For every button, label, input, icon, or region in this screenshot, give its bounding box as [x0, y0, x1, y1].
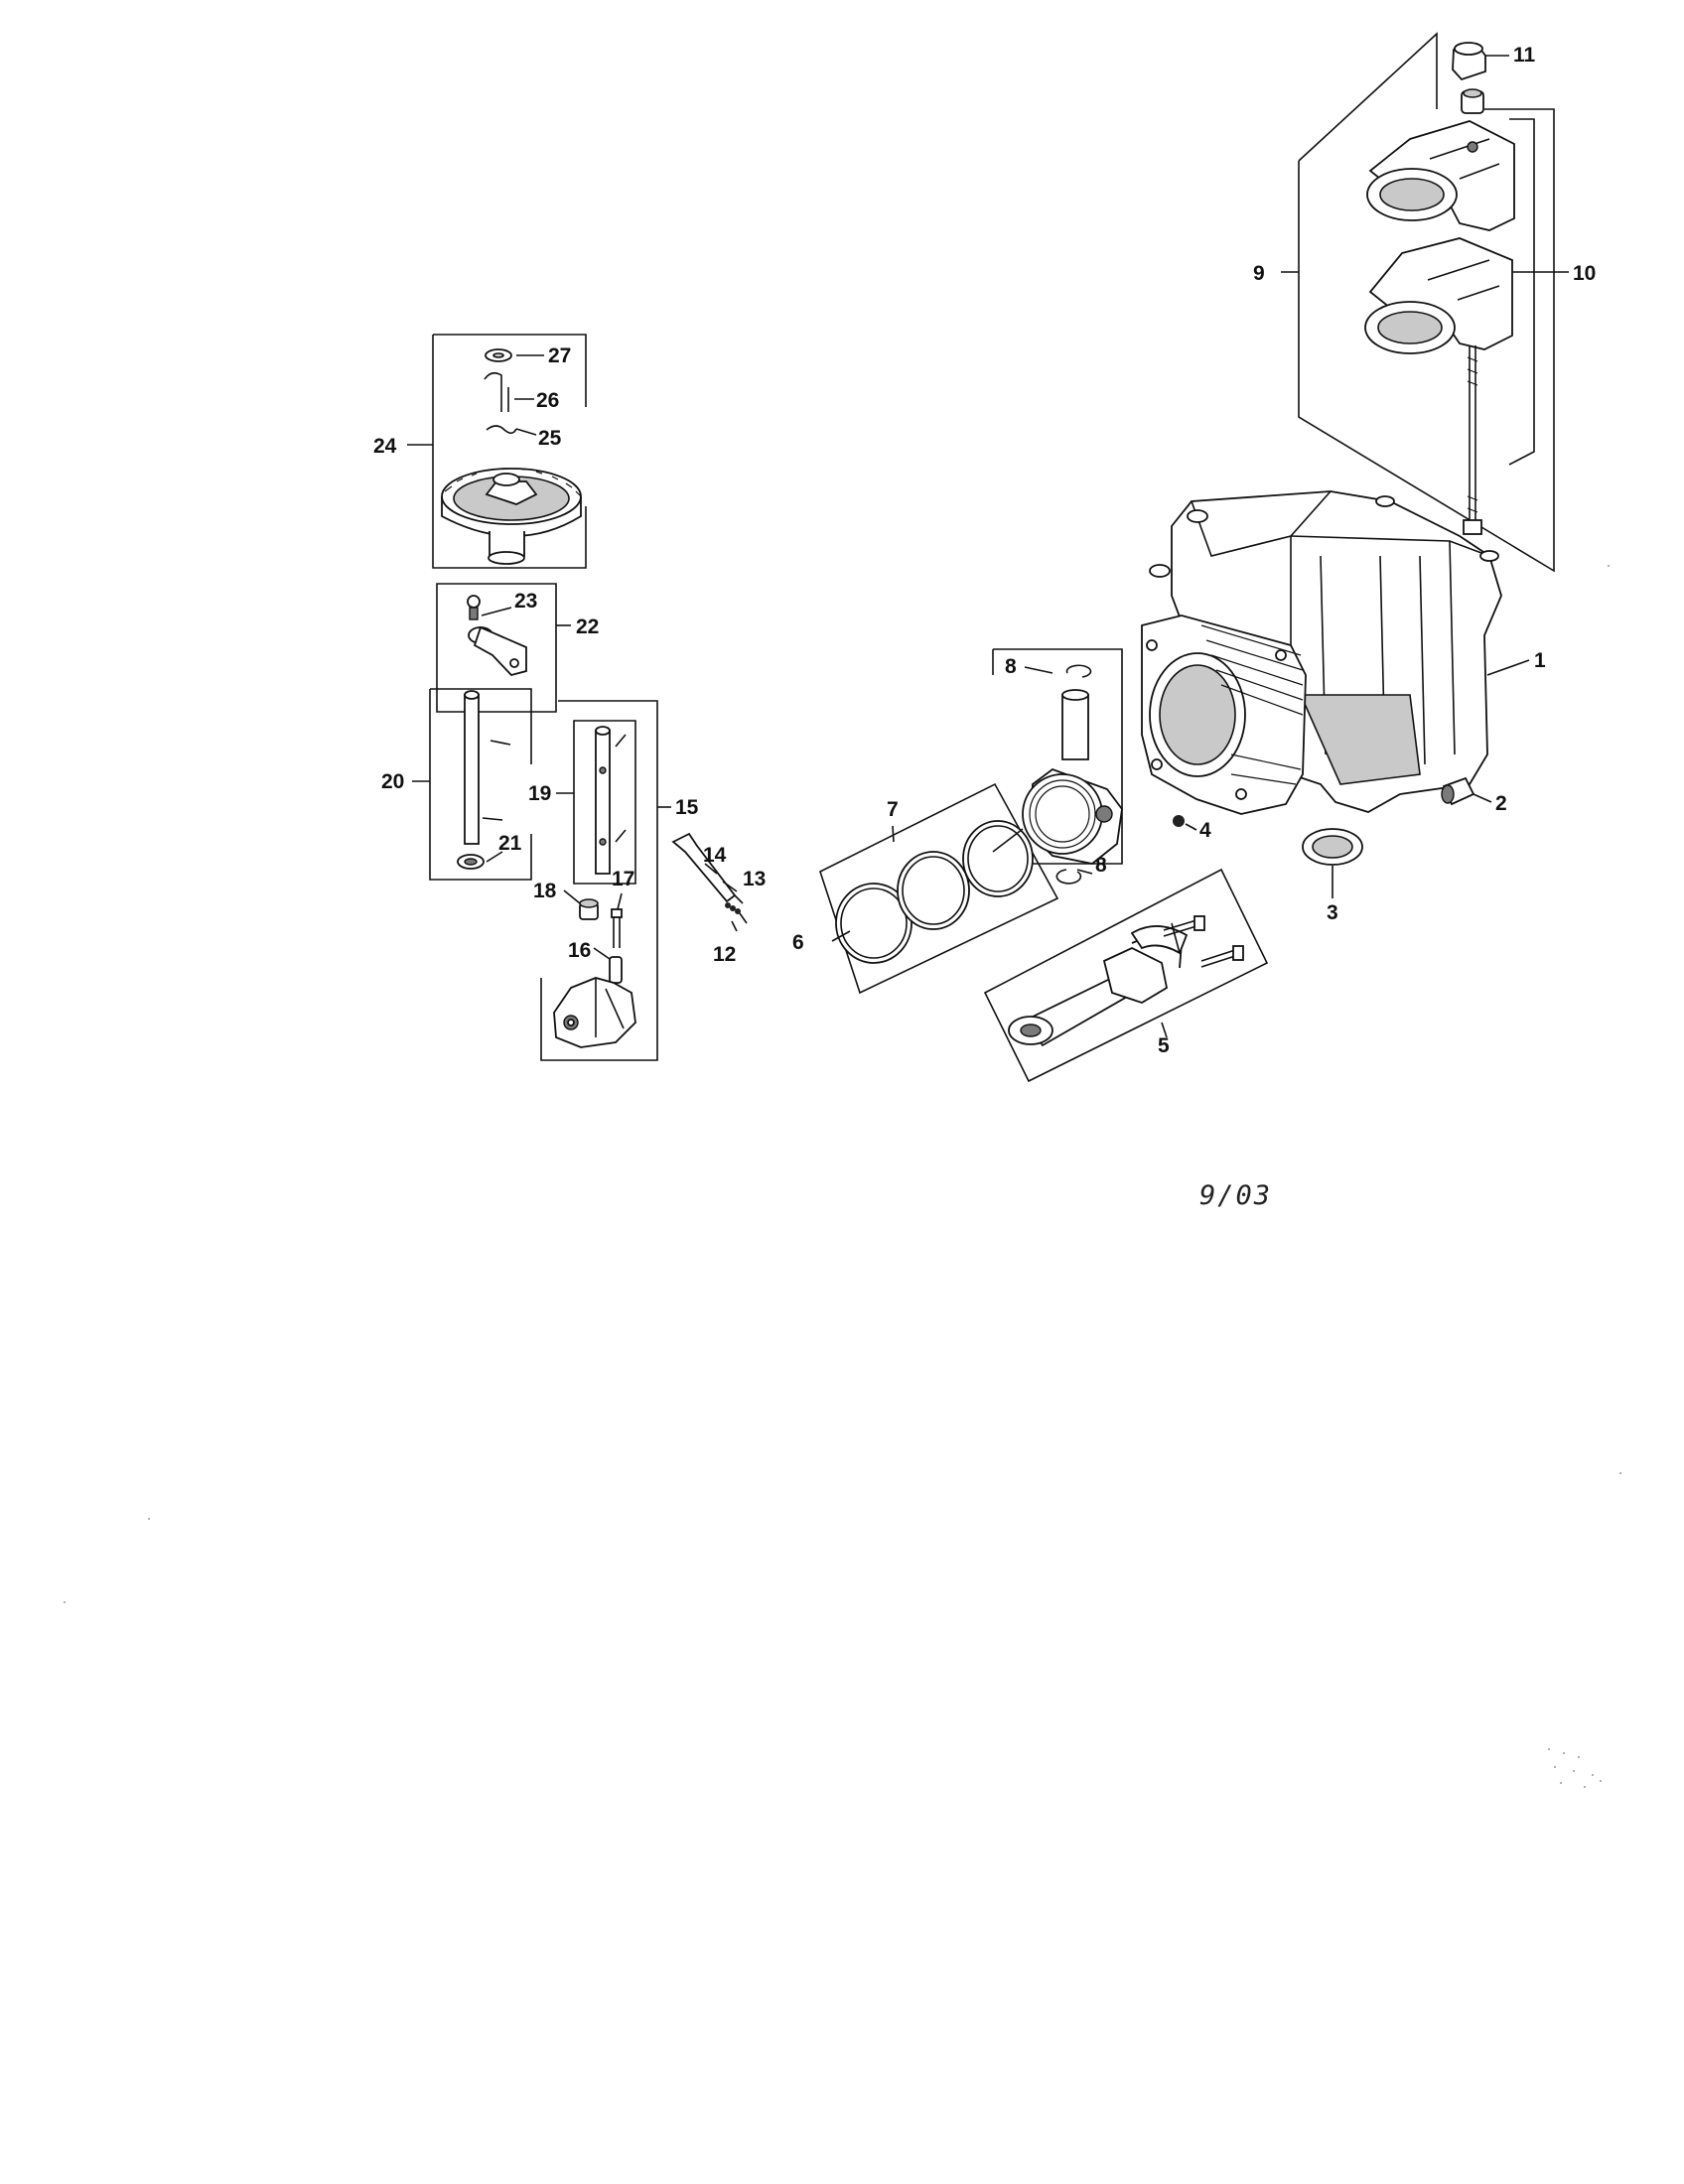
group-bracket-5 [983, 868, 1269, 1083]
callout-1: 1 [1534, 649, 1546, 672]
part-9-stud-bolt [1463, 345, 1482, 535]
callout-18: 18 [533, 880, 557, 902]
part-19-shaft [595, 726, 627, 875]
callout-24: 24 [373, 435, 397, 458]
piston [1022, 767, 1123, 865]
group-bracket-8 [992, 648, 1123, 865]
part-17-bolt [611, 908, 623, 948]
part-6-piston-ring-1 [835, 883, 912, 964]
part-16-pin [609, 956, 623, 984]
part-20-shaft [464, 690, 511, 845]
date-stamp: 9/03 [1199, 1180, 1272, 1211]
callout-11: 11 [1513, 44, 1536, 67]
callout-5: 5 [1158, 1034, 1170, 1057]
part-10-lower-cover [1364, 237, 1513, 354]
callout-27: 27 [548, 344, 571, 367]
group-bracket-15 [540, 700, 671, 1061]
callout-12: 12 [713, 943, 736, 966]
callout-8-top: 8 [1005, 655, 1017, 678]
part-8-clip-top [1065, 664, 1092, 678]
part-12-pin [739, 912, 748, 924]
group-bracket-24 [407, 334, 587, 569]
part-1-leader [1486, 659, 1530, 676]
group-bracket-20 [412, 688, 532, 881]
part-9-upper-cover [1366, 120, 1515, 231]
callout-10: 10 [1573, 262, 1596, 285]
part-5-connecting-rod [1008, 915, 1244, 1047]
part-21-washer [457, 854, 485, 870]
callout-22: 22 [576, 615, 599, 638]
callout-16: 16 [568, 939, 591, 962]
group-bracket-19 [556, 720, 636, 885]
callout-14: 14 [703, 844, 727, 867]
part-27-washer [485, 348, 512, 362]
part-13-spring [725, 902, 741, 914]
oil-pump-body [553, 977, 636, 1048]
part-3-oil-seal [1302, 828, 1363, 898]
callout-8-bottom: 8 [1095, 854, 1107, 877]
callout-6: 6 [792, 931, 804, 954]
part-23-bolt [467, 595, 481, 620]
part-26-rod [484, 371, 509, 412]
part-25-spring [486, 425, 517, 435]
group-bracket-9-10 [1281, 32, 1569, 573]
callout-19: 19 [528, 782, 551, 805]
group-bracket-22 [436, 583, 571, 713]
part-9-grommet [1461, 88, 1484, 114]
callout-25: 25 [538, 427, 562, 450]
callout-15: 15 [675, 796, 699, 819]
part-2-fitting [1441, 776, 1492, 806]
part-7-piston-ring-2 [897, 851, 970, 930]
callout-17: 17 [612, 868, 634, 890]
callout-20: 20 [381, 770, 404, 793]
callout-leaders [481, 55, 1509, 960]
part-24-cam-gear [441, 468, 582, 565]
callout-9: 9 [1253, 262, 1265, 285]
callout-26: 26 [536, 389, 559, 412]
callout-21: 21 [498, 832, 522, 855]
part-1-crankcase [1141, 490, 1502, 815]
part-8-piston-pin [1061, 689, 1089, 760]
callout-7: 7 [887, 798, 899, 821]
callout-13: 13 [743, 868, 766, 890]
scan-noise [64, 565, 1621, 1788]
callout-4: 4 [1199, 819, 1211, 842]
part-14-tube [671, 832, 744, 904]
part-11-breather-cap [1452, 42, 1486, 81]
callout-2: 2 [1495, 792, 1507, 815]
part-22-lever [468, 625, 527, 677]
part-4-ball [1173, 815, 1197, 831]
part-18-plug [579, 898, 599, 920]
part-7-piston-ring-3 [962, 820, 1034, 897]
group-bracket-6-7 [819, 782, 1059, 995]
callout-23: 23 [514, 590, 537, 613]
part-8-clip-bottom [1055, 869, 1082, 885]
callout-3: 3 [1327, 901, 1338, 924]
